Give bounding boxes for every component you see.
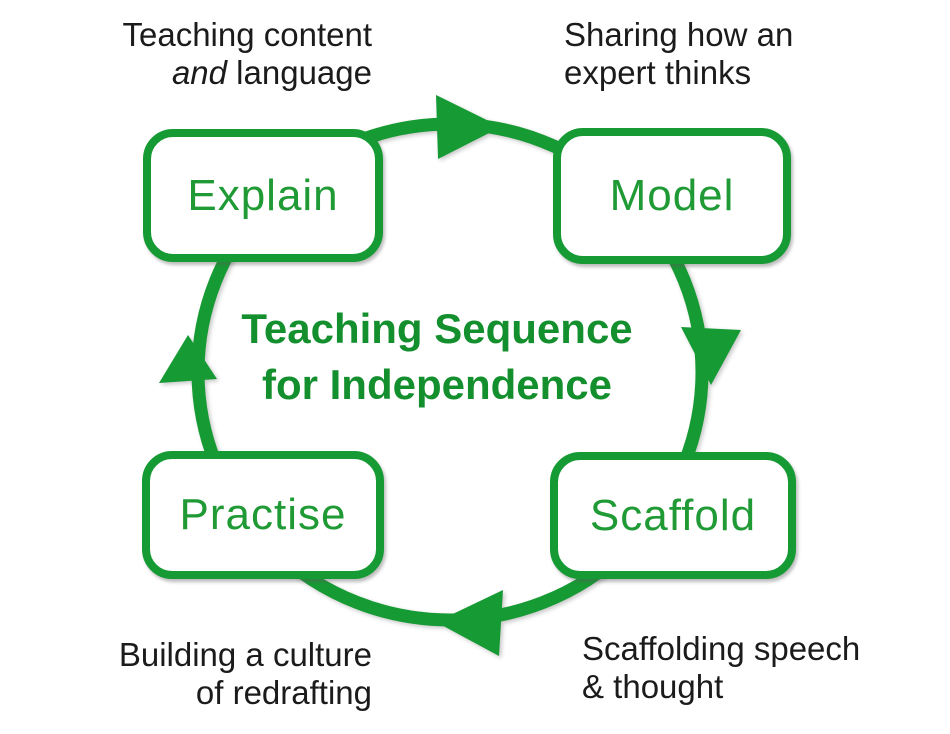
node-scaffold: Scaffold <box>550 452 796 579</box>
diagram-title-line2: for Independence <box>261 360 613 408</box>
node-model: Model <box>553 128 791 264</box>
arrowhead-up-icon <box>159 335 217 383</box>
node-practise-label: Practise <box>179 490 347 539</box>
arrowhead-right-icon <box>436 95 501 159</box>
diagram-title: Teaching Sequence for Independence <box>241 301 632 413</box>
annotation-model-line1: Sharing how an <box>564 16 794 53</box>
annotation-explain-line2-rest: language <box>227 54 372 92</box>
annotation-model-line2: expert thinks <box>564 54 752 92</box>
annotation-explain-line2: and language <box>58 54 372 92</box>
arrowhead-left-icon <box>436 590 503 656</box>
node-scaffold-label: Scaffold <box>589 490 757 540</box>
node-practise: Practise <box>142 451 384 579</box>
annotation-scaffold-line1: Scaffolding speech <box>582 630 861 667</box>
annotation-model: Sharing how an expert thinks <box>564 16 793 93</box>
annotation-scaffold-line2: & thought <box>582 668 724 706</box>
node-explain-label: Explain <box>187 170 339 220</box>
node-model-label: Model <box>609 171 735 220</box>
annotation-scaffold: Scaffolding speech & thought <box>582 630 860 707</box>
annotation-practise: Building a culture of redrafting <box>58 636 372 713</box>
annotation-explain-line1: Teaching content <box>122 16 372 53</box>
diagram-title-line1: Teaching Sequence <box>241 305 633 352</box>
annotation-explain-italic-word: and <box>171 54 228 92</box>
annotation-practise-line2: of redrafting <box>195 674 372 712</box>
arrowhead-down-icon <box>681 327 741 385</box>
node-explain: Explain <box>143 129 383 262</box>
annotation-explain: Teaching content and language <box>58 16 372 93</box>
annotation-practise-line1: Building a culture <box>118 636 372 673</box>
